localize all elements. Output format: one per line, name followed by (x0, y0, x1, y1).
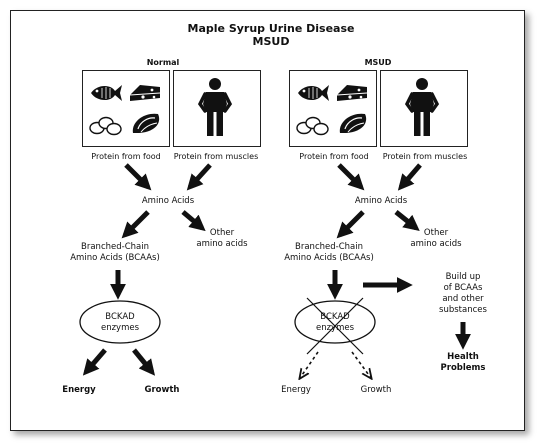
arrow (132, 348, 156, 376)
diagram-subtitle: MSUD (252, 35, 290, 48)
msud-energy-label: Energy (281, 385, 311, 395)
msud-protein-food-label: Protein from food (299, 152, 369, 161)
msud-enzyme-line1: BCKAD (320, 312, 350, 322)
msud-buildup-line4: substances (439, 305, 487, 315)
msud-enzyme-ellipse (294, 300, 376, 344)
arrow (124, 163, 152, 191)
msud-buildup-line1: Build up (445, 272, 481, 282)
arrow (397, 163, 422, 191)
normal-amino-acids-label: Amino Acids (141, 196, 195, 206)
diagram-title: Maple Syrup Urine Disease (187, 22, 355, 35)
dashed-arrow (351, 351, 371, 378)
eggs-icon (296, 116, 329, 136)
normal-energy-label: Energy (62, 385, 96, 395)
msud-health-line2: Problems (440, 363, 486, 373)
arrow (394, 210, 420, 231)
normal-enzyme-ellipse (79, 300, 161, 344)
msud-health-line1: Health (447, 352, 479, 362)
normal-other-line2: amino acids (196, 239, 248, 249)
normal-growth-label: Growth (144, 385, 180, 395)
arrow (336, 210, 365, 239)
msud-other-line1: Other (423, 228, 449, 238)
msud-amino-acids-label: Amino Acids (354, 196, 408, 206)
crossed-out-x (306, 297, 364, 355)
msud-buildup-line2: of BCAAs (443, 283, 483, 293)
normal-enzyme-line2: enzymes (100, 323, 140, 333)
eggs-icon (89, 116, 122, 136)
person-icon (198, 76, 232, 138)
fish-icon (297, 84, 330, 102)
msud-heading: MSUD (364, 58, 392, 67)
cheese-icon (129, 84, 161, 102)
msud-enzyme-line2: enzymes (315, 323, 355, 333)
msud-protein-muscles-label: Protein from muscles (382, 152, 468, 161)
arrow (186, 163, 212, 191)
arrow (181, 210, 206, 232)
person-icon (405, 76, 439, 138)
normal-protein-muscles-label: Protein from muscles (173, 152, 259, 161)
normal-heading: Normal (146, 58, 180, 67)
meat-icon (339, 113, 367, 134)
normal-other-line1: Other (209, 228, 235, 238)
cheese-icon (336, 84, 368, 102)
arrow (337, 163, 365, 191)
msud-growth-label: Growth (360, 385, 392, 395)
normal-bcaa-line2: Amino Acids (BCAAs) (70, 253, 160, 263)
fish-icon (90, 84, 123, 102)
normal-protein-food-label: Protein from food (91, 152, 161, 161)
arrow (121, 210, 150, 239)
msud-other-line2: amino acids (410, 239, 462, 249)
dashed-arrow (300, 351, 319, 378)
normal-bcaa-line1: Branched-Chain (81, 242, 149, 252)
normal-enzyme-line1: BCKAD (105, 312, 135, 322)
msud-bcaa-line2: Amino Acids (BCAAs) (284, 253, 374, 263)
meat-icon (132, 113, 160, 134)
arrow (82, 348, 107, 376)
msud-buildup-line3: and other (442, 294, 484, 304)
msud-bcaa-line1: Branched-Chain (295, 242, 363, 252)
